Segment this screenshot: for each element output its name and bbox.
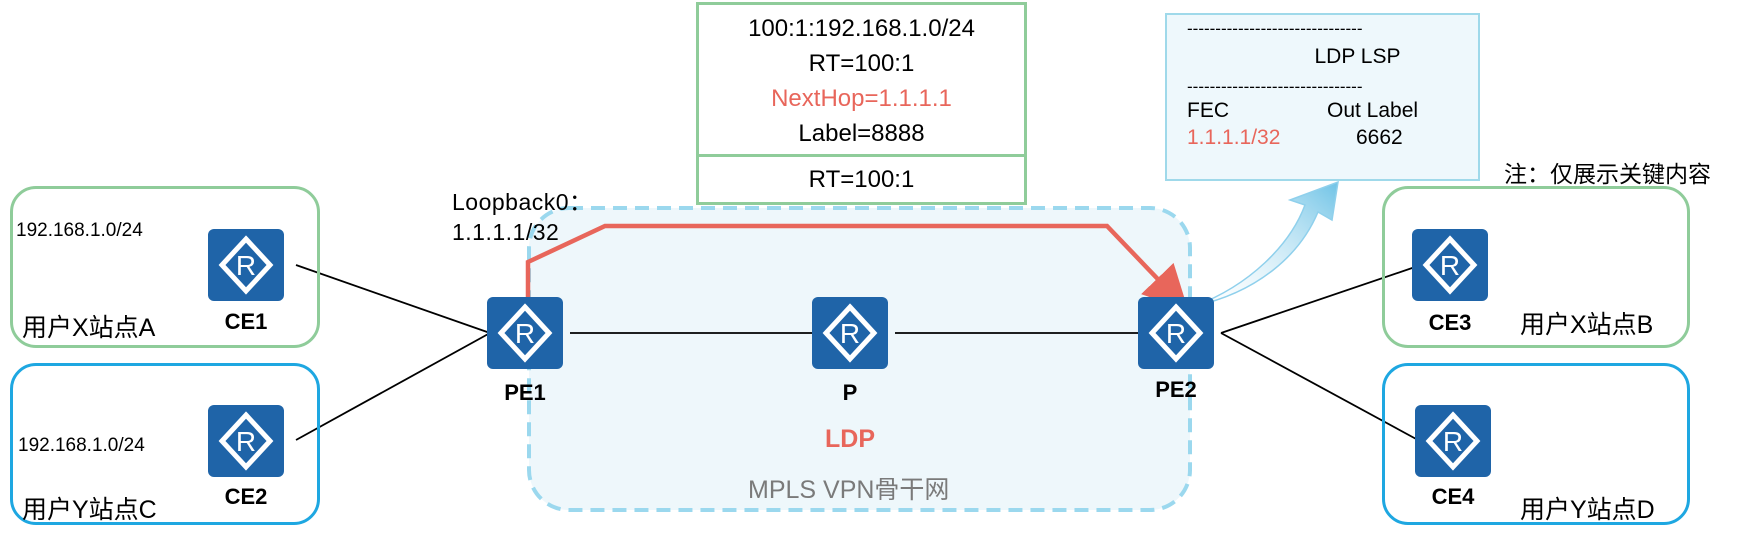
ldp-lsp-path xyxy=(525,223,1189,311)
lsp-dash-mid: ------------------------------- xyxy=(1187,77,1363,96)
site-b-name: 用户X站点B xyxy=(1520,311,1654,339)
vpn-route-prefix: 100:1:192.168.1.0/24 xyxy=(748,15,975,42)
router-icon: R xyxy=(218,235,274,295)
lsp-col-out-label: Out Label xyxy=(1327,99,1419,122)
lsp-title: LDP LSP xyxy=(1314,45,1401,68)
svg-text:R: R xyxy=(1166,318,1186,349)
vpn-route-nexthop: NextHop=1.1.1.1 xyxy=(771,85,952,112)
link-pe2-ce3 xyxy=(1220,265,1419,334)
router-pe1-label: PE1 xyxy=(504,380,546,405)
note-text: 注：仅展示关键内容 xyxy=(1504,161,1711,187)
site-c-name: 用户Y站点C xyxy=(22,496,157,524)
loopback-address: 1.1.1.1/32 xyxy=(452,219,560,245)
router-ce1-label: CE1 xyxy=(224,309,268,334)
backbone-name: MPLS VPN骨干网 xyxy=(748,476,950,504)
router-p[interactable]: R xyxy=(812,297,888,369)
link-ce1-pe1 xyxy=(295,264,491,334)
router-pe2[interactable]: R xyxy=(1138,297,1214,369)
site-a-name: 用户X站点A xyxy=(22,314,156,342)
router-icon: R xyxy=(497,303,553,363)
site-d xyxy=(1382,363,1690,525)
loopback-label: Loopback0： xyxy=(452,189,593,215)
ldp-lsp-box: ------------------------------- LDP LSP … xyxy=(1165,13,1480,181)
backbone-protocol: LDP xyxy=(825,425,875,453)
vpn-route-label: Label=8888 xyxy=(798,120,925,147)
svg-text:R: R xyxy=(236,250,256,281)
router-icon: R xyxy=(1422,235,1478,295)
router-pe1[interactable]: R xyxy=(487,297,563,369)
router-icon: R xyxy=(1148,303,1204,363)
site-d-name: 用户Y站点D xyxy=(1520,496,1655,524)
site-c xyxy=(10,363,320,525)
vpn-import-rt: RT=100:1 xyxy=(808,166,915,193)
router-ce2-label: CE2 xyxy=(224,484,268,509)
svg-text:R: R xyxy=(236,426,256,457)
router-p-label: P xyxy=(842,380,858,405)
svg-text:R: R xyxy=(1440,250,1460,281)
router-pe2-label: PE2 xyxy=(1155,377,1197,402)
router-icon: R xyxy=(1425,411,1481,471)
router-ce2[interactable]: R xyxy=(208,405,284,477)
lsp-col-fec: FEC xyxy=(1187,99,1229,122)
site-c-prefix: 192.168.1.0/24 xyxy=(18,435,145,456)
vpn-route-rt: RT=100:1 xyxy=(808,50,915,77)
lsp-dash-top: ------------------------------- xyxy=(1187,19,1363,38)
lsp-callout-arrow xyxy=(1194,180,1339,307)
router-ce3[interactable]: R xyxy=(1412,229,1488,301)
router-icon: R xyxy=(822,303,878,363)
svg-text:R: R xyxy=(1443,426,1463,457)
svg-text:R: R xyxy=(515,318,535,349)
lsp-out-label-value: 6662 xyxy=(1356,126,1403,149)
vpn-route-box: 100:1:192.168.1.0/24 RT=100:1 NextHop=1.… xyxy=(696,2,1027,205)
router-icon: R xyxy=(218,411,274,471)
svg-text:R: R xyxy=(840,318,860,349)
router-ce4[interactable]: R xyxy=(1415,405,1491,477)
router-ce3-label: CE3 xyxy=(1428,310,1472,335)
link-pe2-ce4 xyxy=(1220,332,1419,441)
site-a xyxy=(10,186,320,348)
lsp-fec-value: 1.1.1.1/32 xyxy=(1187,126,1281,149)
router-ce4-label: CE4 xyxy=(1431,484,1475,509)
site-a-prefix: 192.168.1.0/24 xyxy=(16,220,143,241)
router-ce1[interactable]: R xyxy=(208,229,284,301)
link-ce2-pe1 xyxy=(295,332,491,441)
site-b xyxy=(1382,186,1690,348)
